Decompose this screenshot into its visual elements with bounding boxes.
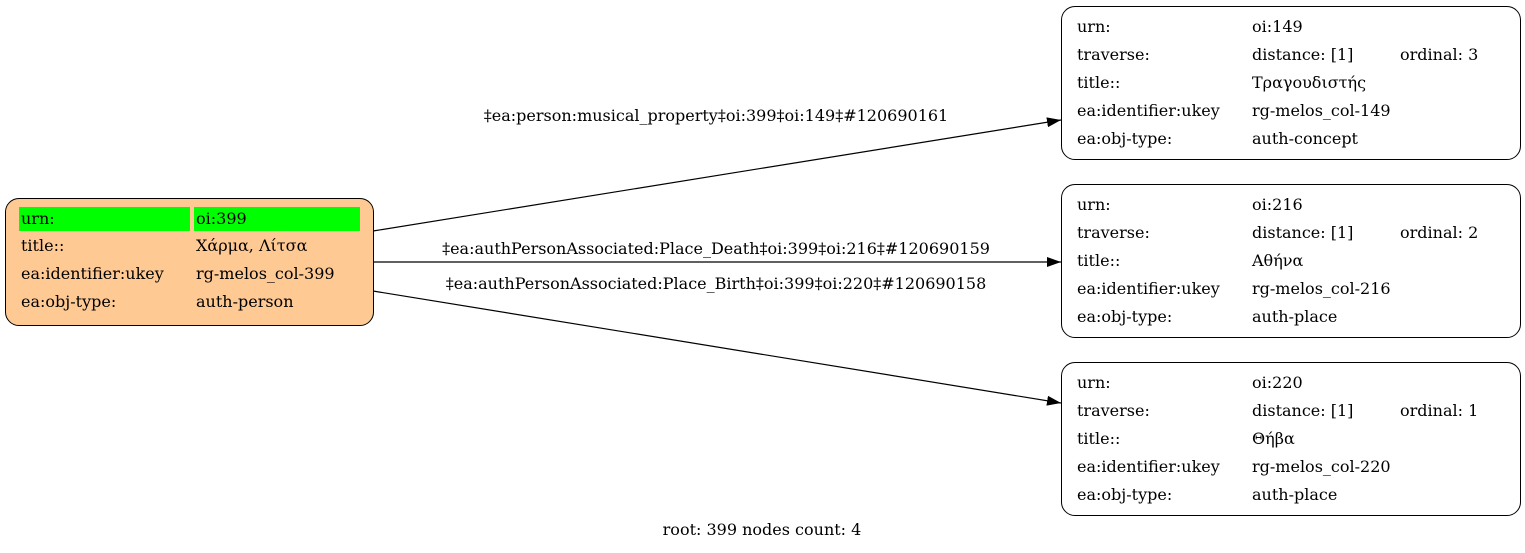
root-type-label: ea:obj-type: <box>21 292 117 311</box>
root-urn-value: oi:399 <box>194 207 360 231</box>
node-ukey: rg-melos_col-216 <box>1252 279 1391 298</box>
node-urn: oi:216 <box>1252 195 1303 214</box>
node-distance: distance: [1] <box>1252 223 1354 242</box>
node-title-label: title:: <box>1077 251 1121 270</box>
node-ukey-label: ea:identifier:ukey <box>1077 457 1220 476</box>
node-type-label: ea:obj-type: <box>1077 307 1173 326</box>
node-distance: distance: [1] <box>1252 45 1354 64</box>
node-traverse-label: traverse: <box>1077 223 1150 242</box>
root-row-urn: urn: oi:399 <box>19 207 362 231</box>
node-urn: oi:149 <box>1252 17 1303 36</box>
node-distance: distance: [1] <box>1252 401 1354 420</box>
root-title-label: title:: <box>21 236 65 255</box>
node-title-label: title:: <box>1077 429 1121 448</box>
edge-label: ‡ea:authPersonAssociated:Place_Death‡oi:… <box>442 239 990 258</box>
edge-label: ‡ea:person:musical_property‡oi:399‡oi:14… <box>483 106 949 125</box>
node-type-label: ea:obj-type: <box>1077 129 1173 148</box>
edge-line-musical-property[interactable] <box>372 117 1062 232</box>
node-title: Τραγουδιστής <box>1252 73 1367 92</box>
node-ukey-label: ea:identifier:ukey <box>1077 279 1220 298</box>
node-type-label: ea:obj-type: <box>1077 485 1173 504</box>
node-ordinal: ordinal: 2 <box>1400 223 1479 242</box>
node-urn: oi:220 <box>1252 373 1303 392</box>
node-type: auth-place <box>1252 485 1338 504</box>
node-urn-label: urn: <box>1077 17 1111 36</box>
node-type: auth-concept <box>1252 129 1358 148</box>
node-title: Αθήνα <box>1252 251 1304 270</box>
node-ordinal: ordinal: 1 <box>1400 401 1479 420</box>
root-ukey-value: rg-melos_col-399 <box>196 264 335 283</box>
target-node[interactable]: urn: oi:149 traverse: distance: [1] ordinal:… <box>1061 6 1521 160</box>
root-node[interactable]: urn: oi:399 title:: Χάρμα, Λίτσα ea:iden… <box>5 198 374 326</box>
node-title-label: title:: <box>1077 73 1121 92</box>
root-type-value: auth-person <box>196 292 294 311</box>
target-node[interactable]: urn: oi:216 traverse: distance: [1] ordinal:… <box>1061 184 1521 338</box>
node-ordinal: ordinal: 3 <box>1400 45 1479 64</box>
edge-label: ‡ea:authPersonAssociated:Place_Birth‡oi:… <box>445 274 987 293</box>
node-urn-label: urn: <box>1077 373 1111 392</box>
node-title: Θήβα <box>1252 429 1295 448</box>
node-urn-label: urn: <box>1077 195 1111 214</box>
node-ukey: rg-melos_col-220 <box>1252 457 1391 476</box>
node-ukey-label: ea:identifier:ukey <box>1077 101 1220 120</box>
graph-footer: root: 399 nodes count: 4 <box>662 520 862 539</box>
node-traverse-label: traverse: <box>1077 45 1150 64</box>
edge-line-place-birth[interactable] <box>372 290 1062 406</box>
node-ukey: rg-melos_col-149 <box>1252 101 1391 120</box>
target-node[interactable]: urn: oi:220 traverse: distance: [1] ordinal:… <box>1061 362 1521 516</box>
root-title-value: Χάρμα, Λίτσα <box>196 236 308 255</box>
node-traverse-label: traverse: <box>1077 401 1150 420</box>
root-urn-label: urn: <box>19 207 190 231</box>
root-ukey-label: ea:identifier:ukey <box>21 264 164 283</box>
node-type: auth-place <box>1252 307 1338 326</box>
